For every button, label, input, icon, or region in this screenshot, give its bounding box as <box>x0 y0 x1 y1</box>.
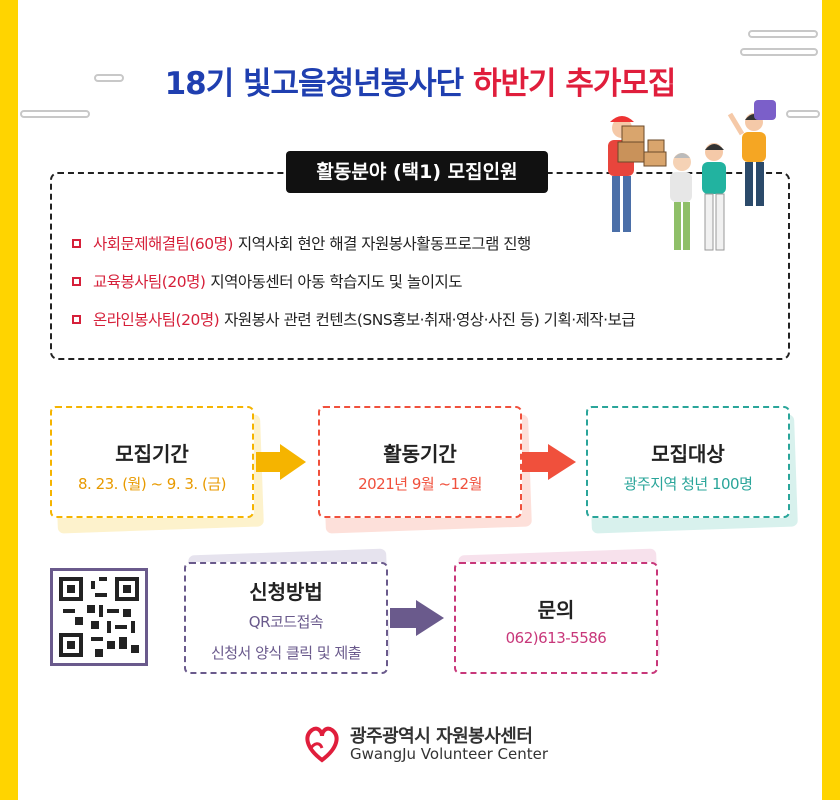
target-value: 광주지역 청년 100명 <box>623 475 753 493</box>
recruit-period-label: 모집기간 <box>115 442 189 466</box>
volunteer-illustration <box>608 100 776 251</box>
heart-logo-icon <box>305 726 339 763</box>
activity-item: 온라인봉사팀(20명) 자원봉사 관련 컨텐츠(SNS홍보·취재·영상·사진 등… <box>72 308 772 330</box>
activity-desc: 자원봉사 관련 컨텐츠(SNS홍보·취재·영상·사진 등) 기획·제작·보급 <box>224 311 636 329</box>
activity-period-box: 활동기간 2021년 9월 ~12월 <box>318 406 522 518</box>
arrow-right-icon <box>256 452 282 472</box>
cloud-line-right <box>748 30 818 38</box>
arrow-right-icon <box>522 452 550 472</box>
cloud-line-right-3 <box>786 110 820 118</box>
activity-period-value: 2021년 9월 ~12월 <box>358 475 482 493</box>
center-logo: 광주광역시 자원봉사센터 GwangJu Volunteer Center <box>300 718 560 768</box>
title: 18기 빛고을청년봉사단 하반기 추가모집 <box>0 58 840 103</box>
target-box: 모집대상 광주지역 청년 100명 <box>586 406 790 518</box>
recruit-period-value: 8. 23. (월) ~ 9. 3. (금) <box>78 475 226 493</box>
recruit-period-box: 모집기간 8. 23. (월) ~ 9. 3. (금) <box>50 406 254 518</box>
activity-team: 온라인봉사팀(20명) <box>93 311 220 329</box>
apply-label: 신청방법 <box>249 580 323 604</box>
arrow-head <box>416 600 444 636</box>
person-with-boxes <box>608 116 667 232</box>
activity-header: 활동분야 (택1) 모집인원 <box>286 151 548 193</box>
activity-item: 교육봉사팀(20명) 지역아동센터 아동 학습지도 및 놀이지도 <box>72 270 772 292</box>
qr-code[interactable] <box>50 568 148 666</box>
arrow-head <box>280 444 306 480</box>
apply-line2: 신청서 양식 클릭 및 제출 <box>210 644 362 662</box>
square-bullet-icon <box>72 276 81 286</box>
contact-box: 문의 062)613-5586 <box>454 562 658 674</box>
contact-label: 문의 <box>537 598 575 622</box>
activity-desc: 지역사회 현안 해결 자원봉사활동프로그램 진행 <box>237 235 531 253</box>
logo-english: GwangJu Volunteer Center <box>350 745 549 763</box>
helper-person <box>702 143 726 251</box>
apply-box: 신청방법 QR코드접속 신청서 양식 클릭 및 제출 <box>184 562 388 674</box>
apply-line1: QR코드접속 <box>248 613 324 631</box>
cloud-line-left <box>20 110 90 118</box>
title-part1: 18기 빛고을청년봉사단 <box>164 66 465 102</box>
activity-desc: 지역아동센터 아동 학습지도 및 놀이지도 <box>210 273 463 291</box>
square-bullet-icon <box>72 238 81 248</box>
activity-item: 사회문제해결팀(60명) 지역사회 현안 해결 자원봉사활동프로그램 진행 <box>72 232 772 254</box>
elderly-person <box>670 153 692 250</box>
logo-korean: 광주광역시 자원봉사센터 <box>350 726 533 747</box>
target-label: 모집대상 <box>651 442 725 466</box>
title-part2: 하반기 추가모집 <box>472 66 676 102</box>
cheering-person <box>727 100 776 206</box>
poster-sheet <box>18 0 822 800</box>
activity-list: 사회문제해결팀(60명) 지역사회 현안 해결 자원봉사활동프로그램 진행 교육… <box>72 232 772 346</box>
qr-code-icon <box>59 577 139 657</box>
contact-value: 062)613-5586 <box>505 629 607 647</box>
square-bullet-icon <box>72 314 81 324</box>
activity-team: 교육봉사팀(20명) <box>93 273 206 291</box>
arrow-head <box>548 444 576 480</box>
cloud-line-right-2 <box>740 48 818 56</box>
activity-period-label: 활동기간 <box>383 442 457 466</box>
arrow-right-icon <box>390 608 418 628</box>
activity-team: 사회문제해결팀(60명) <box>93 235 233 253</box>
cloud-line-left-2 <box>94 74 124 82</box>
